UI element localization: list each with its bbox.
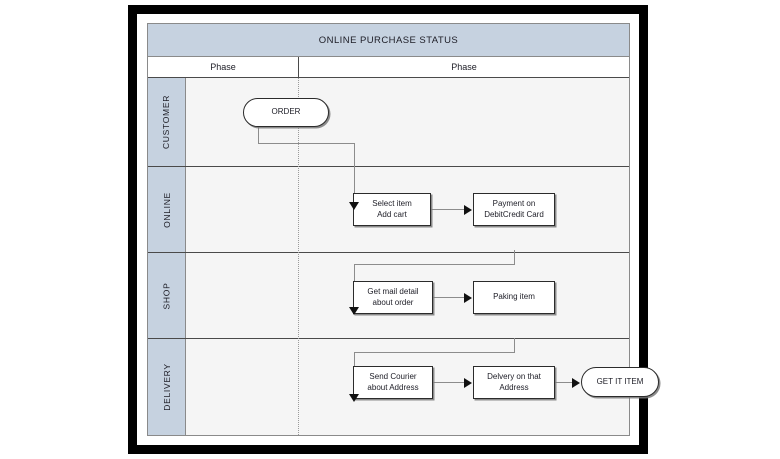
lane-body-customer: ORDER	[186, 78, 629, 166]
lane-label-customer: CUSTOMER	[148, 78, 186, 166]
lane-body-shop: Get mail detail about order Paking item	[186, 253, 629, 338]
lane-delivery: DELIVERY Send Courier about Address Delv…	[148, 339, 659, 435]
node-send-courier[interactable]: Send Courier about Address	[353, 366, 433, 399]
node-get-mail-detail-label: Get mail detail about order	[367, 287, 419, 307]
node-get-it-item-label: GET IT ITEM	[596, 376, 644, 386]
node-paking-item-label: Paking item	[493, 292, 535, 302]
arrowhead-select-to-payment	[464, 204, 472, 215]
lane-body-delivery: Send Courier about Address Delvery on th…	[186, 339, 659, 435]
connector-paking-seg-h	[354, 352, 515, 353]
swimlane-diagram: ONLINE PURCHASE STATUS Phase Phase CUSTO…	[147, 23, 659, 436]
connector-courier-to-delivery	[433, 382, 465, 383]
node-order[interactable]: ORDER	[243, 98, 329, 127]
diagram-title-band: ONLINE PURCHASE STATUS	[148, 24, 629, 57]
phase-divider-line	[298, 78, 299, 435]
lane-body-online: Select item Add cart Payment on DebitCre…	[186, 167, 629, 252]
node-select-item[interactable]: Select item Add cart	[353, 193, 431, 226]
arrowhead-mail-to-paking	[464, 292, 472, 303]
lane-label-delivery-text: DELIVERY	[161, 363, 172, 411]
lane-customer: CUSTOMER ORDER	[148, 78, 629, 167]
arrowhead-courier-to-delivery	[464, 377, 472, 388]
arrowhead-payment-to-mail	[349, 307, 359, 315]
connector-order-seg-v1	[258, 127, 259, 143]
node-payment-label: Payment on DebitCredit Card	[484, 199, 544, 219]
node-select-item-label: Select item Add cart	[372, 199, 412, 219]
arrowhead-delivery-to-getit	[572, 377, 580, 388]
phase-header-1: Phase	[210, 62, 236, 72]
lane-shop: SHOP Get mail detail about order Paking …	[148, 253, 629, 339]
connector-payment-seg-v1	[514, 250, 515, 264]
connector-order-seg-h	[258, 143, 354, 144]
lane-label-shop-text: SHOP	[161, 282, 172, 309]
node-order-label: ORDER	[271, 107, 301, 117]
lane-label-customer-text: CUSTOMER	[161, 94, 172, 150]
node-payment[interactable]: Payment on DebitCredit Card	[473, 193, 555, 226]
lane-online: ONLINE Select item Add cart Payment on D…	[148, 167, 629, 253]
node-delivery-address[interactable]: Delvery on that Address	[473, 366, 555, 399]
connector-mail-to-paking	[433, 297, 465, 298]
lane-stack: CUSTOMER ORDER ONLINE Select item	[148, 78, 659, 435]
phase-header-2: Phase	[298, 57, 629, 77]
connector-paking-seg-v1	[514, 338, 515, 352]
node-delivery-address-label: Delvery on that Address	[487, 372, 541, 392]
node-paking-item[interactable]: Paking item	[473, 281, 555, 314]
diagram-title: ONLINE PURCHASE STATUS	[318, 34, 459, 46]
phase-header-row: Phase Phase	[148, 57, 629, 78]
lane-label-online: ONLINE	[148, 167, 186, 252]
node-get-mail-detail[interactable]: Get mail detail about order	[353, 281, 433, 314]
node-send-courier-label: Send Courier about Address	[367, 372, 419, 392]
arrowhead-paking-to-courier	[349, 394, 359, 402]
node-get-it-item[interactable]: GET IT ITEM	[581, 367, 659, 397]
connector-select-to-payment	[431, 209, 465, 210]
lane-label-delivery: DELIVERY	[148, 339, 186, 435]
lane-label-online-text: ONLINE	[161, 191, 172, 228]
arrowhead-order-to-select	[349, 202, 359, 210]
lane-label-shop: SHOP	[148, 253, 186, 338]
connector-delivery-to-getit	[555, 382, 573, 383]
connector-order-seg-v2	[354, 143, 355, 204]
connector-payment-seg-h	[354, 264, 515, 265]
